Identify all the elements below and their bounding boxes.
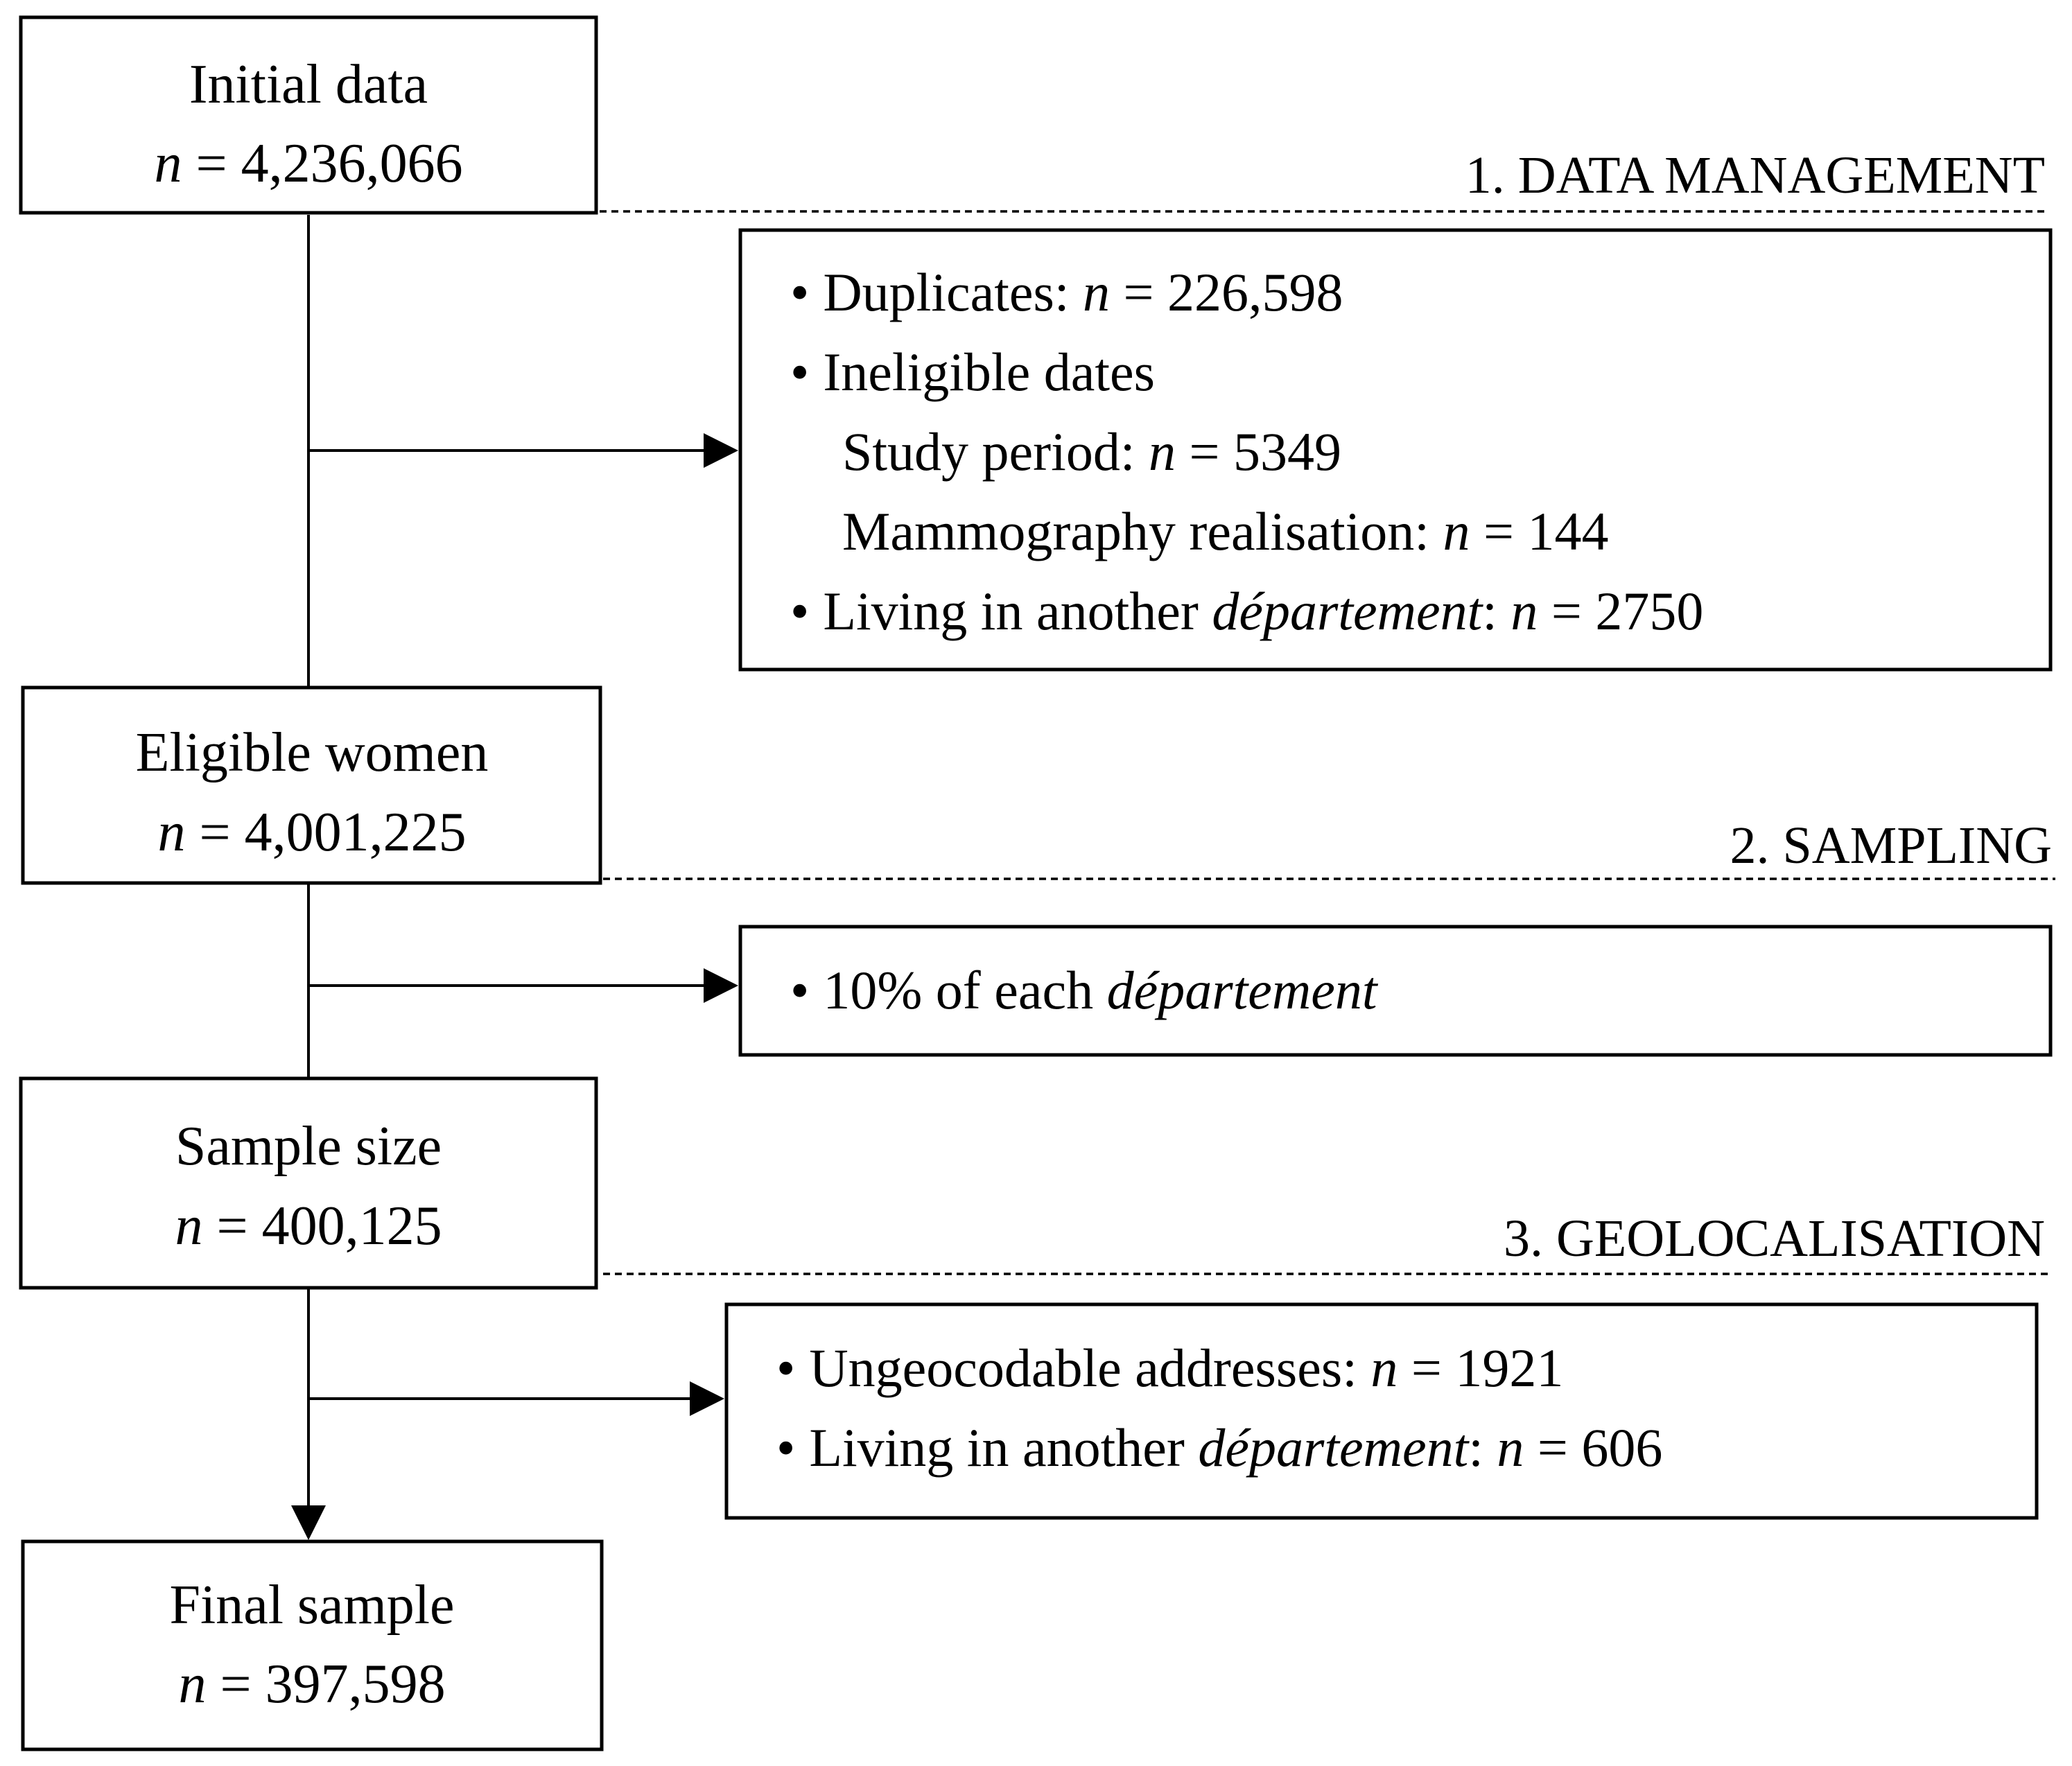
- exclusion-subline: Study period: n = 5349: [842, 421, 1341, 482]
- stage-box-sample-size: Sample size n = 400,125: [19, 1076, 598, 1290]
- exclusion-line: •Duplicates: n = 226,598: [790, 262, 1343, 322]
- exclusion-line: •Living in another département: n = 606: [776, 1417, 1662, 1478]
- exclusion-box-sampling: •10% of each département: [738, 925, 2053, 1057]
- stage-box-final-sample: Final sample n = 397,598: [21, 1539, 604, 1751]
- stage-title: Final sample: [169, 1575, 454, 1636]
- exclusion-line: •Ineligible dates: [790, 342, 1155, 402]
- arrowhead-branch-1: [704, 433, 738, 468]
- exclusion-line: •10% of each département: [790, 960, 1379, 1020]
- stage-title: Eligible women: [136, 722, 489, 783]
- exclusion-line: •Living in another département: n = 2750: [790, 581, 1703, 641]
- stage-box-eligible-women: Eligible women n = 4,001,225: [21, 685, 602, 885]
- exclusion-line: •Ungeocodable addresses: n = 1921: [776, 1338, 1563, 1398]
- stage-count: n = 400,125: [175, 1196, 442, 1257]
- arrowhead-branch-3: [690, 1381, 724, 1416]
- stage-count: n = 397,598: [178, 1654, 445, 1715]
- stage-count: n = 4,001,225: [157, 802, 466, 863]
- exclusion-box-geolocalisation: •Ungeocodable addresses: n = 1921 •Livin…: [724, 1302, 2039, 1520]
- section-label-data-management: 1. DATA MANAGEMENT: [1465, 146, 2045, 204]
- stage-box-initial-data: Initial data n = 4,236,066: [19, 15, 598, 215]
- arrowhead-final: [291, 1505, 326, 1540]
- stage-title: Sample size: [175, 1116, 442, 1177]
- section-label-sampling: 2. SAMPLING: [1730, 816, 2053, 875]
- stage-title: Initial data: [189, 54, 428, 115]
- section-label-geolocalisation: 3. GEOLOCALISATION: [1504, 1209, 2045, 1268]
- exclusion-box-data-management: •Duplicates: n = 226,598 •Ineligible dat…: [738, 228, 2053, 672]
- arrowhead-branch-2: [704, 968, 738, 1003]
- stage-count: n = 4,236,066: [154, 133, 462, 194]
- exclusion-subline: Mammography realisation: n = 144: [842, 501, 1608, 561]
